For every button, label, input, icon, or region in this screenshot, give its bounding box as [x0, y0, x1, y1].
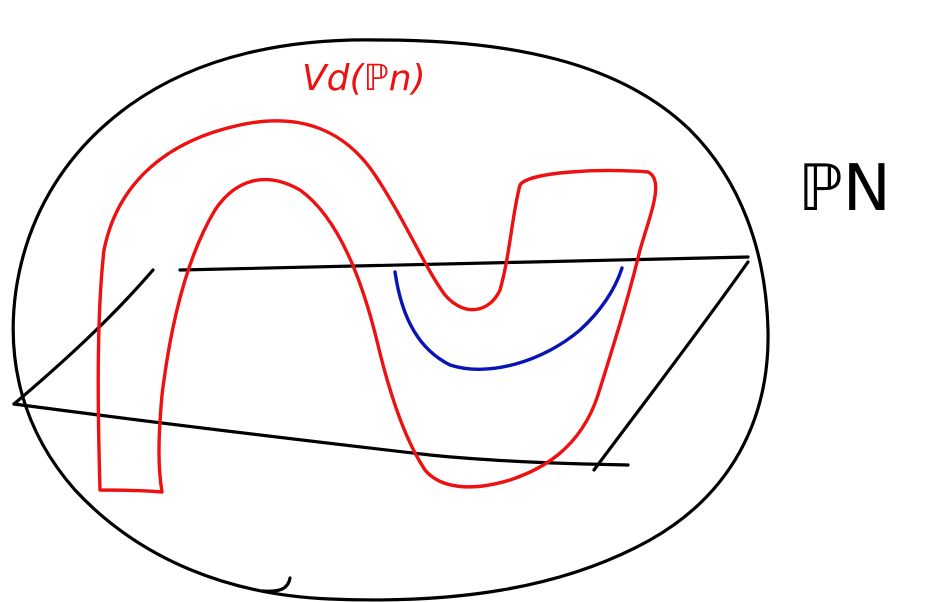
hyperplane-right-edge [592, 260, 750, 472]
hyperplane [12, 255, 750, 472]
hyperplane-section [393, 266, 624, 371]
hyperplane-front-edge [12, 402, 630, 467]
hyperplane-left-edge [12, 268, 155, 406]
ambient-label-group: ℙN [798, 152, 891, 226]
ambient-ellipse-stroke [11, 38, 770, 602]
variety-outline [96, 119, 658, 494]
ambient-space-oval [11, 38, 770, 602]
veronese-variety [96, 119, 658, 494]
variety-label: Vd(ℙn) [302, 58, 426, 99]
ambient-space-label: ℙN [798, 152, 891, 226]
section-curve [393, 266, 624, 371]
variety-label-group: Vd(ℙn) [302, 58, 426, 99]
ellipse-tick-mark [260, 576, 292, 593]
hyperplane-back-edge [178, 255, 750, 272]
